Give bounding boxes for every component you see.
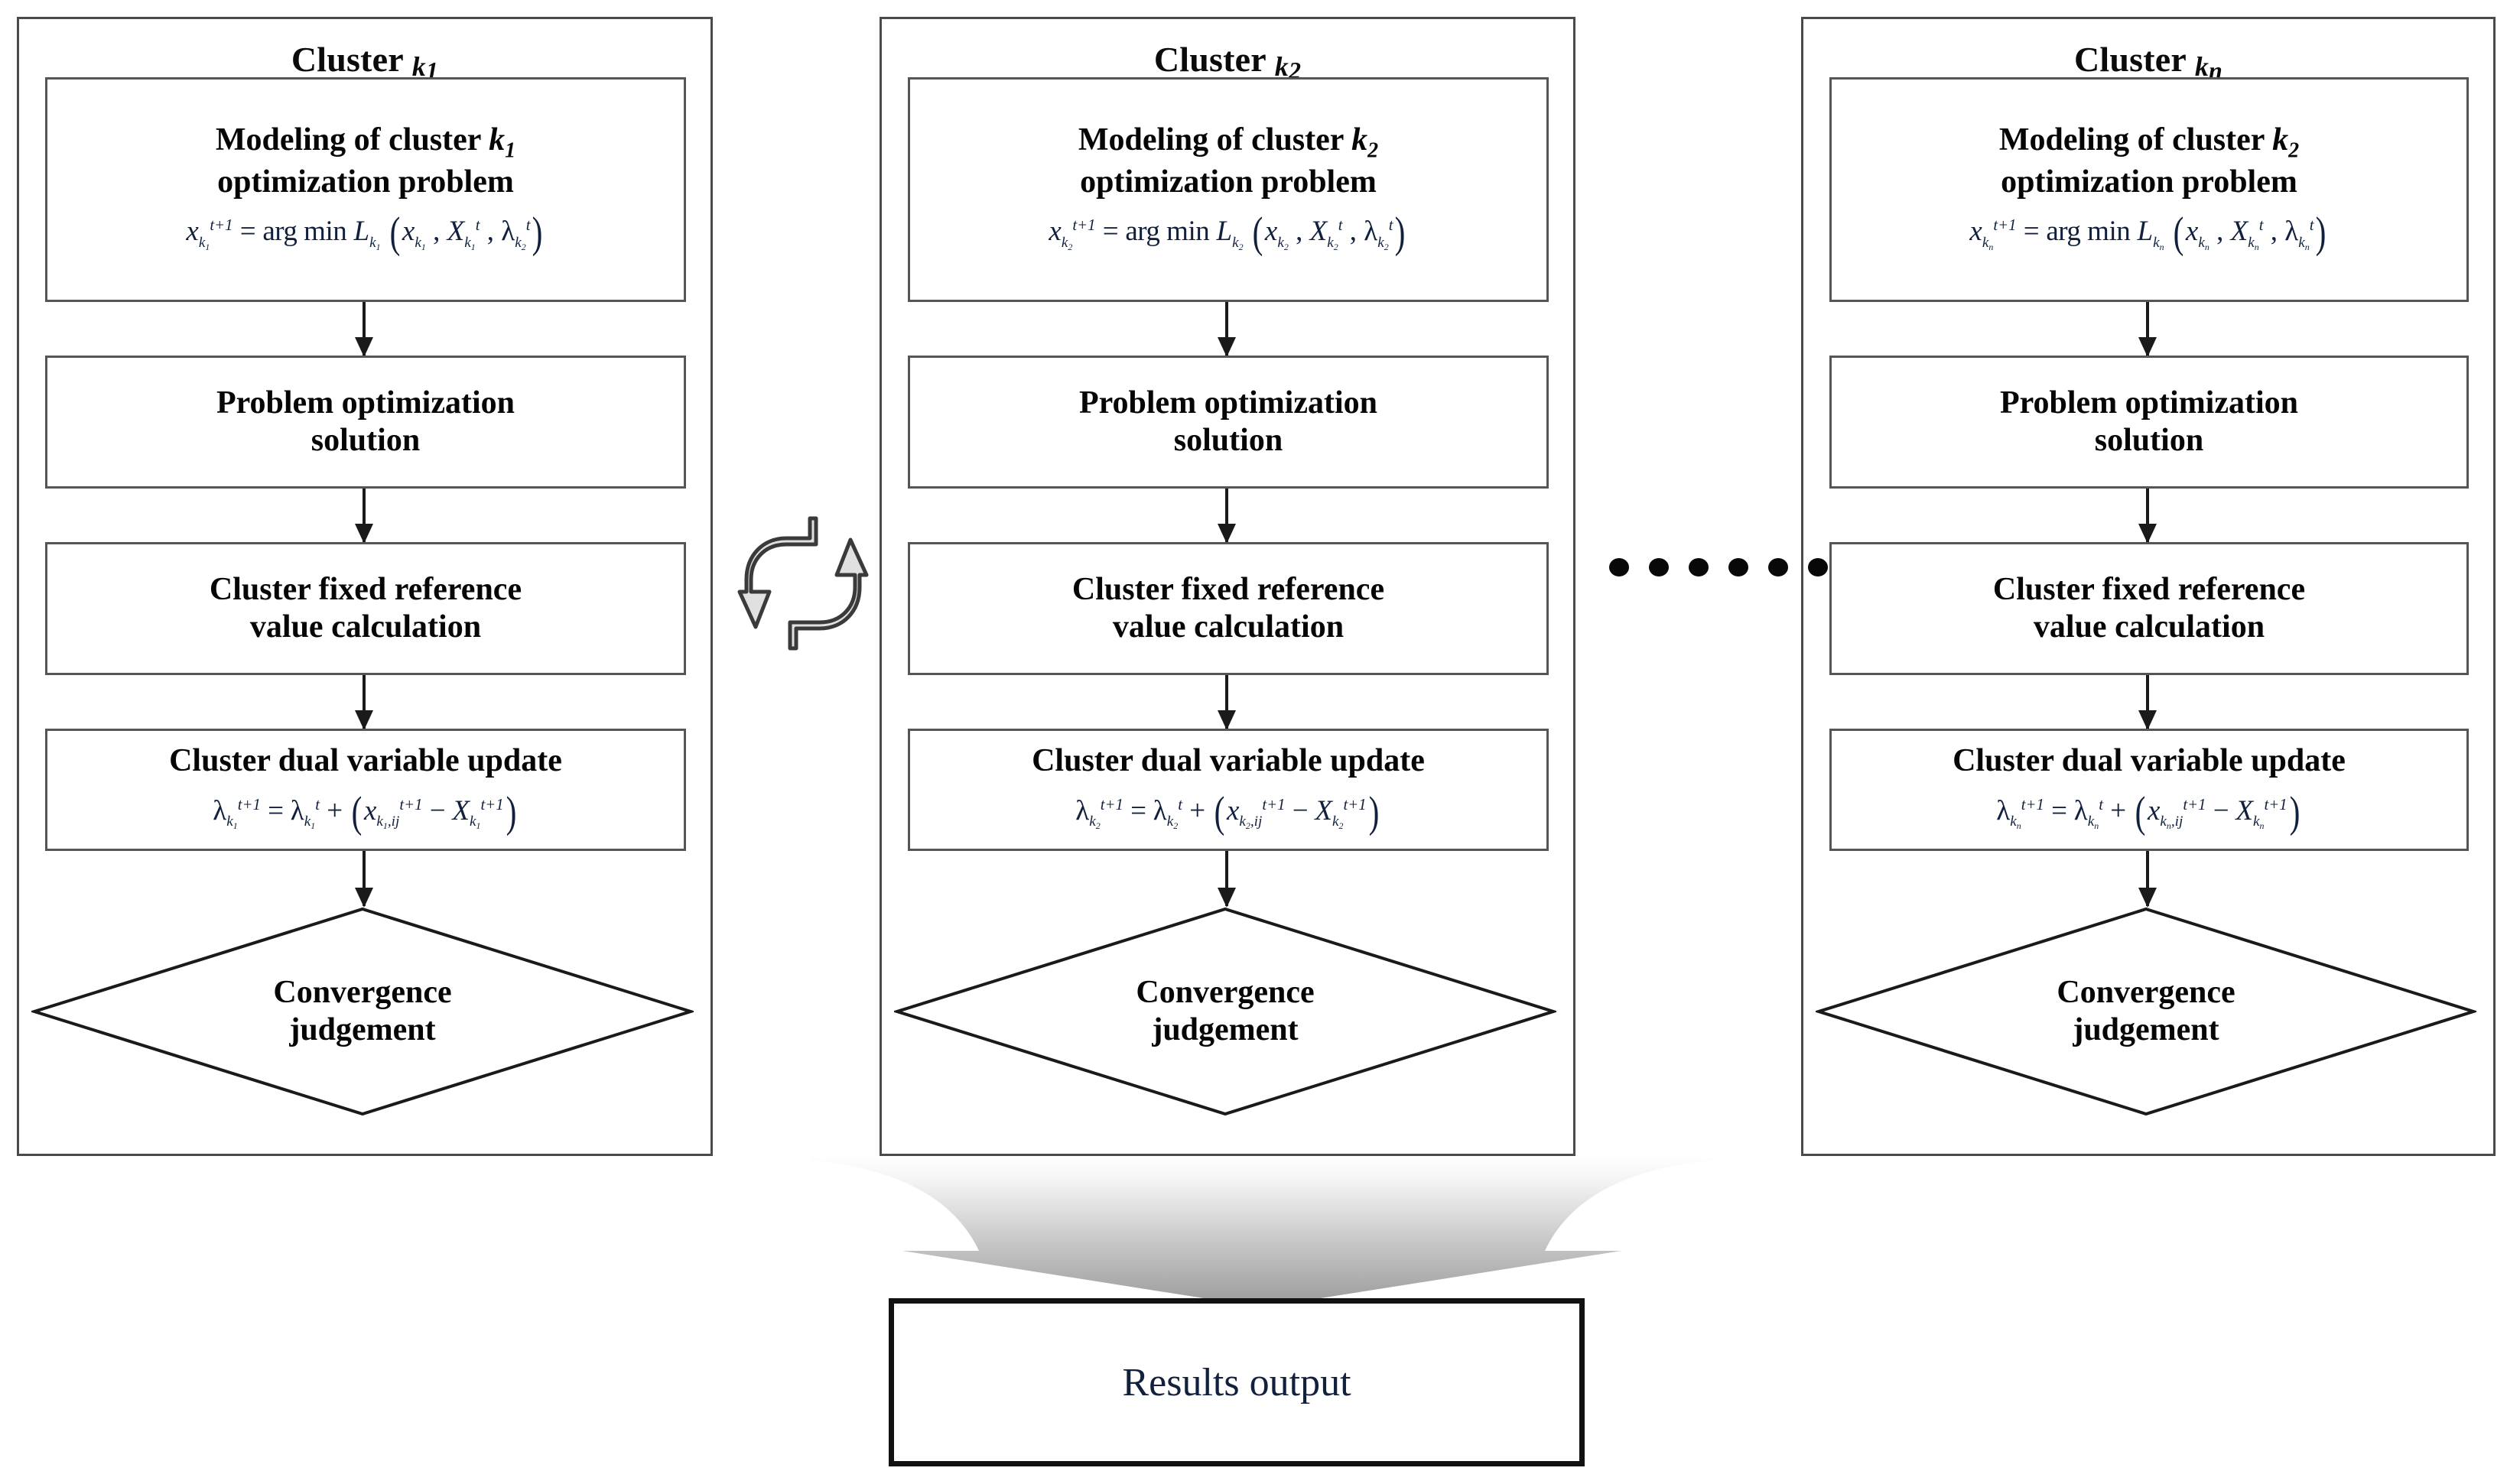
cluster-panel-k1: Cluster k1 Modeling of cluster k1 optimi… <box>17 17 713 1156</box>
node-dual-variable-k2[interactable]: Cluster dual variable update λk2t+1 = λk… <box>908 729 1549 851</box>
node-modeling-k2[interactable]: Modeling of cluster k2 optimization prob… <box>908 77 1549 302</box>
dot-4 <box>1728 558 1748 576</box>
node-dual-variable-kn[interactable]: Cluster dual variable update λknt+1 = λk… <box>1829 729 2469 851</box>
formula-modeling-k2: xk2t+1 = arg min Lk2 (xk2 , Xk2t , λk2t) <box>1049 209 1406 258</box>
diamond-shape <box>31 907 694 1116</box>
arrow-2-k2 <box>1225 489 1228 542</box>
arrow-3-k2 <box>1225 675 1228 729</box>
arrow-3-kn <box>2146 675 2149 729</box>
arrow-4-kn <box>2146 851 2149 906</box>
diamond-shape <box>894 907 1556 1116</box>
formula-dual-kn: λknt+1 = λknt + (xkn,ijt+1 − Xknt+1) <box>1996 787 2301 836</box>
node-dual-variable-k1[interactable]: Cluster dual variable update λk1t+1 = λk… <box>45 729 686 851</box>
cluster-title-k1: Cluster k1 <box>291 40 439 85</box>
formula-modeling-k1: xk1t+1 = arg min Lk1 (xk1 , Xk1t , λk2t) <box>186 209 543 258</box>
arrow-1-k2 <box>1225 302 1228 356</box>
arrow-4-k1 <box>363 851 366 906</box>
node-modeling-kn[interactable]: Modeling of cluster k2 optimization prob… <box>1829 77 2469 302</box>
node-label: Cluster dual variable update <box>1953 743 2346 779</box>
node-label: Modeling of cluster k2 optimization prob… <box>1998 122 2300 200</box>
formula-dual-k1: λk1t+1 = λk1t + (xk1,ijt+1 − Xk1t+1) <box>213 787 517 836</box>
cluster-title-k2: Cluster k2 <box>1153 40 1302 85</box>
sync-refresh-icon <box>734 511 872 656</box>
results-output-label: Results output <box>1122 1360 1351 1404</box>
arrow-1-kn <box>2146 302 2149 356</box>
dot-2 <box>1649 558 1669 576</box>
arrow-4-k2 <box>1225 851 1228 906</box>
formula-modeling-kn: xknt+1 = arg min Lkn (xkn , Xknt , λknt) <box>1969 209 2327 258</box>
arrow-3-k1 <box>363 675 366 729</box>
gradient-funnel-arrow <box>811 1156 1713 1309</box>
dot-3 <box>1689 558 1709 576</box>
results-output-box[interactable]: Results output <box>889 1298 1585 1466</box>
dot-6 <box>1808 558 1828 576</box>
cluster-title-kn: Cluster kn <box>2073 40 2223 85</box>
cluster-panel-kn: Cluster kn Modeling of cluster k2 optimi… <box>1801 17 2496 1156</box>
arrow-1-k1 <box>363 302 366 356</box>
cluster-panel-k2: Cluster k2 Modeling of cluster k2 optimi… <box>880 17 1575 1156</box>
node-label: Cluster dual variable update <box>169 743 562 779</box>
diamond-shape <box>1816 907 2476 1116</box>
node-label: Modeling of cluster k2 optimization prob… <box>1078 122 1379 200</box>
arrow-2-k1 <box>363 489 366 542</box>
dot-5 <box>1768 558 1788 576</box>
node-label: Cluster dual variable update <box>1032 743 1425 779</box>
node-modeling-k1[interactable]: Modeling of cluster k1 optimization prob… <box>45 77 686 302</box>
ellipsis-dots <box>1609 558 1828 576</box>
arrow-2-kn <box>2146 489 2149 542</box>
formula-dual-k2: λk2t+1 = λk2t + (xk2,ijt+1 − Xk2t+1) <box>1075 787 1380 836</box>
node-label: Modeling of cluster k1 optimization prob… <box>215 122 516 200</box>
dot-1 <box>1609 558 1629 576</box>
